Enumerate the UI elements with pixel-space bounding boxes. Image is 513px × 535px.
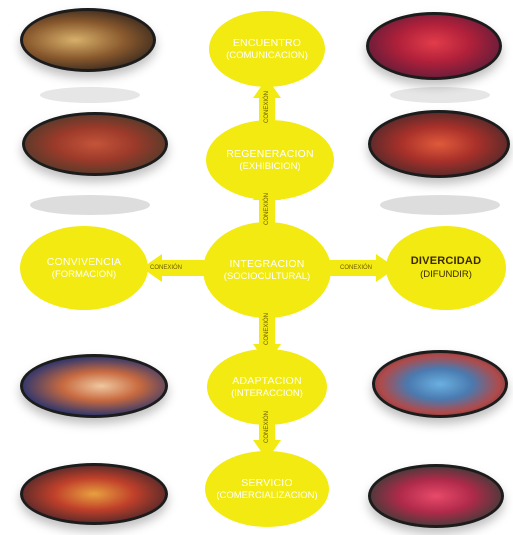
node-divercidad: DIVERCIDAD (DIFUNDIR) xyxy=(386,248,506,288)
node-bg-adaptacion xyxy=(207,349,327,425)
node-adaptacion: ADAPTACION (INTERACCION) xyxy=(207,367,327,407)
connector-label: CONEXIÓN xyxy=(264,313,270,346)
node-subtitle: (COMERCIALIZACION) xyxy=(216,489,318,501)
photo-street-festival xyxy=(372,350,508,418)
node-title: REGENERACION xyxy=(226,147,314,160)
photo-dancers-costume xyxy=(366,12,502,80)
node-title: INTEGRACION xyxy=(229,257,305,270)
node-bg-servicio xyxy=(205,451,329,527)
node-title: DIVERCIDAD xyxy=(410,255,482,268)
node-subtitle: (EXHIBICION) xyxy=(239,160,301,172)
photo-parade-crowd xyxy=(20,463,168,525)
photo-textile-vendors xyxy=(368,464,504,528)
shadow xyxy=(40,87,140,103)
photo-musicians xyxy=(368,110,510,178)
photo-market-produce xyxy=(20,8,156,72)
arrowhead-left xyxy=(142,254,162,282)
shadow xyxy=(30,195,150,215)
arrowhead-up xyxy=(253,78,281,98)
node-subtitle: (COMUNICACION) xyxy=(226,49,308,61)
photo-procession xyxy=(22,112,168,176)
connector-label: CONEXIÓN xyxy=(264,193,270,226)
node-subtitle: (INTERACCION) xyxy=(231,387,303,399)
node-title: CONVIVENCIA xyxy=(46,255,122,268)
node-encuentro: ENCUENTRO (COMUNICACION) xyxy=(209,29,325,69)
connector-arrow xyxy=(324,260,378,276)
arrowhead-down xyxy=(253,440,281,460)
shadow xyxy=(380,195,500,215)
node-subtitle: (FORMACION) xyxy=(51,268,117,280)
node-regeneracion: REGENERACION (EXHIBICION) xyxy=(206,140,334,180)
node-bg-regeneracion xyxy=(206,120,334,200)
node-convivencia: CONVIVENCIA (FORMACION) xyxy=(20,248,148,288)
node-subtitle: (SOCIOCULTURAL) xyxy=(223,270,311,282)
node-servicio: SERVICIO (COMERCIALIZACION) xyxy=(205,469,329,509)
connector-arrow xyxy=(160,260,210,276)
node-bg-convivencia xyxy=(20,226,148,310)
node-title: SERVICIO xyxy=(241,476,293,489)
connector-label: CONEXIÓN xyxy=(264,411,270,444)
node-bg-divercidad xyxy=(386,226,506,310)
node-title: ADAPTACION xyxy=(232,374,302,387)
node-bg-center xyxy=(203,222,331,318)
node-bg-encuentro xyxy=(209,11,325,87)
connector-arrow xyxy=(259,312,275,348)
shadow xyxy=(390,87,490,103)
connector-label: CONEXIÓN xyxy=(340,265,373,271)
connector-label: CONEXIÓN xyxy=(264,91,270,124)
node-title: ENCUENTRO xyxy=(232,36,302,49)
connector-label: CONEXIÓN xyxy=(150,265,183,271)
photo-women-traditional-dress xyxy=(20,354,168,418)
node-center-integracion: INTEGRACION (SOCIOCULTURAL) xyxy=(203,250,331,290)
node-subtitle: (DIFUNDIR) xyxy=(420,268,472,280)
